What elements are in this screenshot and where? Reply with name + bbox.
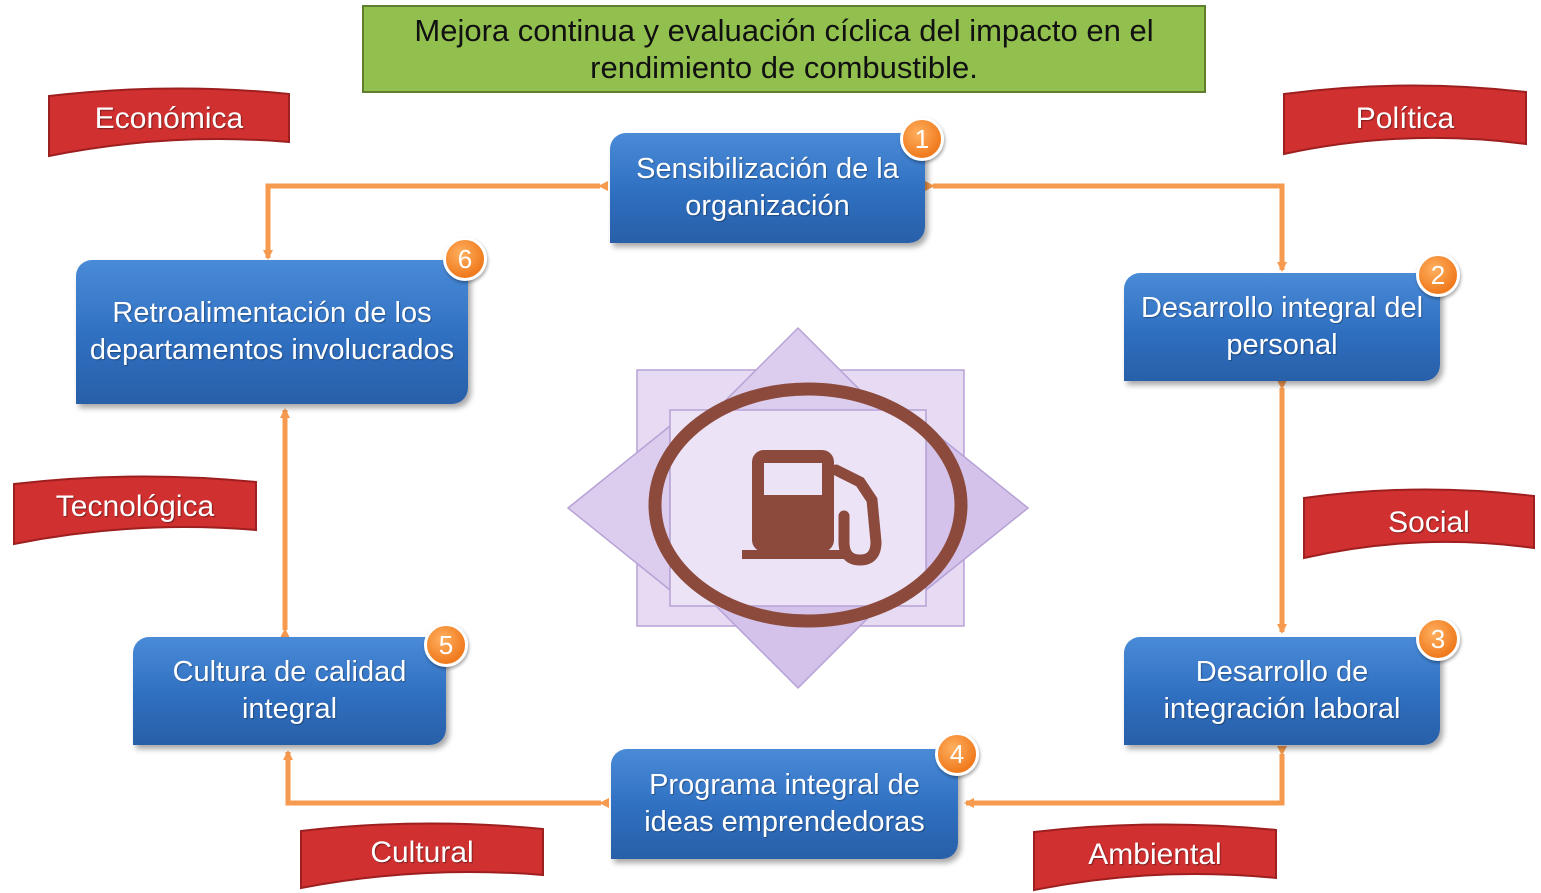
arrow-1-2: [925, 181, 1287, 272]
banner-social: Social: [1300, 484, 1538, 562]
step-4-box: Programa integral de ideas emprendedoras: [611, 749, 958, 859]
step-3-box: Desarrollo de integración laboral: [1124, 637, 1440, 745]
step-2-box: Desarrollo integral del personal: [1124, 273, 1440, 381]
step-5-box: Cultura de calidad integral: [133, 637, 446, 745]
step-2-badge: 2: [1416, 253, 1460, 297]
step-1-box: Sensibilización de la organización: [610, 133, 925, 243]
banner-label: Social: [1388, 506, 1470, 539]
step-5-badge: 5: [424, 623, 468, 667]
step-6-box: Retroalimentación de los departamentos i…: [76, 260, 468, 404]
banner-cultural: Cultural: [297, 815, 547, 890]
step-3-badge: 3: [1416, 617, 1460, 661]
diagram-title: Mejora continua y evaluación cíclica del…: [362, 5, 1206, 93]
banner-label: Ambiental: [1088, 838, 1222, 871]
step-4-badge: 4: [935, 732, 979, 776]
banner-ambiental: Ambiental: [1030, 818, 1280, 892]
banner-label: Tecnológica: [55, 490, 215, 523]
arrow-1-6: [263, 181, 608, 260]
central-star-graphic: [566, 326, 1030, 690]
banner-label: Cultural: [370, 835, 474, 869]
banner-label: Política: [1355, 102, 1455, 135]
step-6-badge: 6: [443, 237, 487, 281]
banner-economica: Económica: [45, 80, 293, 158]
step-1-badge: 1: [900, 117, 944, 161]
banner-tecnologica: Tecnológica: [10, 468, 260, 546]
arrow-4-5: [283, 750, 609, 808]
arrow-3-4: [964, 746, 1287, 808]
banner-politica: Política: [1280, 80, 1530, 158]
fuel-pump-icon: [742, 450, 882, 566]
banner-label: Económica: [94, 102, 244, 135]
